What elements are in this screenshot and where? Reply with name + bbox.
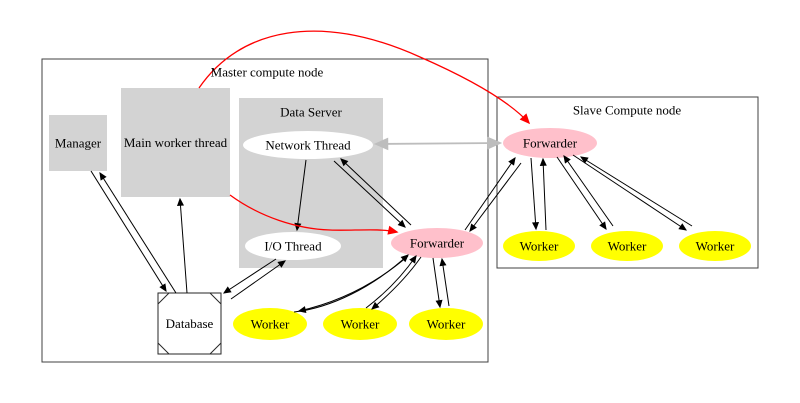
edge-worker-m3-to-forwarder-master bbox=[439, 257, 450, 307]
node-worker-m3-label: Worker bbox=[427, 317, 466, 332]
edge-database-to-io-thread bbox=[230, 260, 286, 300]
cluster-slave-compute-node-label: Slave Compute node bbox=[573, 103, 682, 118]
edge-worker-m2-to-forwarder-master bbox=[365, 255, 417, 309]
edge-network-thread-to-forwarder-master bbox=[333, 160, 406, 228]
edge-worker-m1-to-forwarder-master bbox=[293, 254, 409, 313]
edges-layer bbox=[90, 30, 693, 313]
node-io-thread-label: I/O Thread bbox=[264, 239, 322, 254]
edge-forwarder-master-to-worker-m3 bbox=[432, 257, 443, 309]
node-io-thread bbox=[245, 232, 341, 260]
cluster-data-server-label: Data Server bbox=[280, 105, 342, 120]
edge-forwarder-slave-to-worker-s2 bbox=[556, 156, 607, 230]
node-worker-m3 bbox=[409, 308, 483, 340]
edge-forwarder-master-to-worker-m2 bbox=[371, 256, 422, 310]
node-main-worker-thread-label: Main worker thread bbox=[124, 135, 228, 150]
node-database-corner-2 bbox=[209, 342, 222, 355]
edge-forwarder-slave-to-worker-s1 bbox=[530, 157, 540, 231]
node-worker-m1-label: Worker bbox=[251, 317, 290, 332]
node-worker-s2-label: Worker bbox=[608, 239, 647, 254]
edge-forwarder-slave-to-forwarder-master bbox=[469, 162, 522, 232]
node-worker-m2-label: Worker bbox=[341, 317, 380, 332]
node-database-label: Database bbox=[166, 316, 214, 331]
node-forwarder-master-label: Forwarder bbox=[410, 236, 465, 251]
node-worker-m1 bbox=[233, 308, 307, 340]
edge-manager-to-database bbox=[90, 170, 167, 293]
edge-network-thread-to-io-thread bbox=[294, 159, 307, 232]
node-database-corner-1 bbox=[209, 292, 222, 305]
node-database-corner-0 bbox=[157, 292, 170, 305]
edge-forwarder-master-to-network-thread bbox=[340, 158, 412, 226]
node-database bbox=[157, 292, 222, 355]
node-database-corner-3 bbox=[157, 342, 170, 355]
nodes-layer bbox=[49, 88, 751, 355]
node-worker-s3 bbox=[679, 231, 751, 261]
edge-worker-s2-to-forwarder-slave bbox=[563, 155, 614, 227]
node-worker-s1 bbox=[503, 231, 575, 261]
node-manager-label: Manager bbox=[55, 136, 102, 151]
edge-main-worker-thread-to-forwarder-master-red bbox=[229, 194, 399, 235]
node-worker-s3-label: Worker bbox=[696, 239, 735, 254]
edge-network-thread-forwarder-slave-gray bbox=[373, 136, 503, 151]
node-worker-m2 bbox=[323, 308, 397, 340]
edge-forwarder-master-to-forwarder-slave bbox=[464, 157, 516, 231]
edge-worker-s1-to-forwarder-slave bbox=[539, 157, 547, 231]
node-forwarder-slave bbox=[503, 128, 597, 158]
node-worker-s1-label: Worker bbox=[520, 239, 559, 254]
edge-database-to-manager bbox=[99, 171, 177, 294]
edge-io-thread-to-database bbox=[222, 258, 277, 294]
node-network-thread-label: Network Thread bbox=[265, 138, 351, 153]
edge-main-worker-thread-to-forwarder-slave-red bbox=[198, 30, 531, 125]
node-network-thread bbox=[243, 131, 373, 159]
cluster-master-compute-node-label: Master compute node bbox=[211, 65, 324, 80]
node-manager bbox=[49, 115, 107, 171]
node-worker-s2 bbox=[591, 231, 663, 261]
node-main-worker-thread bbox=[121, 88, 230, 197]
node-forwarder-slave-label: Forwarder bbox=[523, 136, 578, 151]
edge-worker-s3-to-forwarder-slave bbox=[579, 156, 693, 227]
edge-forwarder-slave-to-worker-s3 bbox=[572, 154, 687, 231]
edge-database-to-main-worker-thread bbox=[176, 197, 188, 294]
node-forwarder-master bbox=[391, 228, 483, 258]
